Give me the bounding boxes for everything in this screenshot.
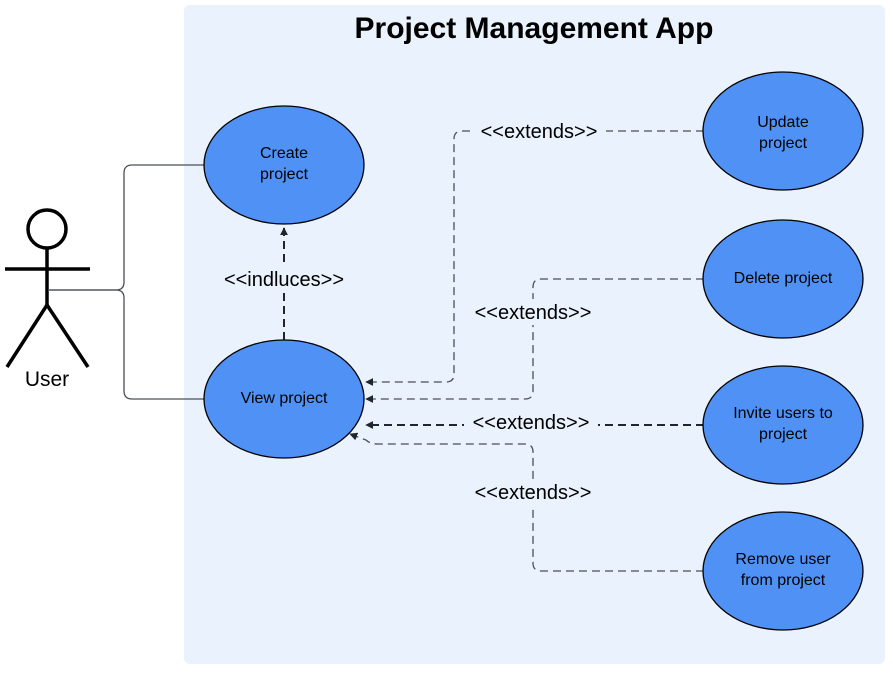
include-label: <<indluces>> bbox=[224, 269, 344, 291]
use-case-update-project[interactable]: Update project bbox=[702, 71, 864, 191]
extend-connector-remove bbox=[349, 432, 704, 572]
extend-label-delete: <<extends>> bbox=[475, 302, 592, 324]
use-case-label: Remove user bbox=[735, 551, 831, 568]
actor-label: User bbox=[25, 368, 69, 391]
use-case-label: Delete project bbox=[734, 270, 833, 287]
extend-label-remove: <<extends>> bbox=[475, 482, 592, 504]
actor-leg-left bbox=[5, 304, 49, 368]
use-case-label: Invite users to bbox=[733, 405, 833, 422]
extend-label-update: <<extends>> bbox=[481, 121, 598, 143]
use-case-delete-project[interactable]: Delete project bbox=[702, 219, 864, 339]
actor-head bbox=[26, 208, 68, 250]
use-case-label: project bbox=[759, 426, 808, 443]
extend-connector-delete bbox=[365, 278, 704, 403]
association-user-create bbox=[48, 164, 205, 291]
actor-leg-right bbox=[45, 304, 90, 368]
use-case-invite-users[interactable]: Invite users to project bbox=[702, 365, 864, 485]
system-title: Project Management App bbox=[355, 12, 714, 45]
use-case-label: View project bbox=[241, 390, 328, 407]
use-case-label: Create bbox=[260, 145, 308, 162]
use-case-remove-user[interactable]: Remove user from project bbox=[702, 511, 864, 631]
use-case-view-project[interactable]: View project bbox=[203, 339, 365, 459]
use-case-label: project bbox=[759, 135, 808, 152]
use-case-label: from project bbox=[741, 572, 826, 589]
use-case-label: project bbox=[260, 166, 309, 183]
use-case-label: Update bbox=[757, 114, 809, 131]
extend-label-invite: <<extends>> bbox=[473, 412, 590, 434]
use-case-create-project[interactable]: Create project bbox=[203, 105, 365, 225]
extend-connector-update bbox=[365, 130, 704, 386]
association-user-view bbox=[48, 289, 205, 400]
actor-user[interactable]: User bbox=[5, 208, 90, 391]
